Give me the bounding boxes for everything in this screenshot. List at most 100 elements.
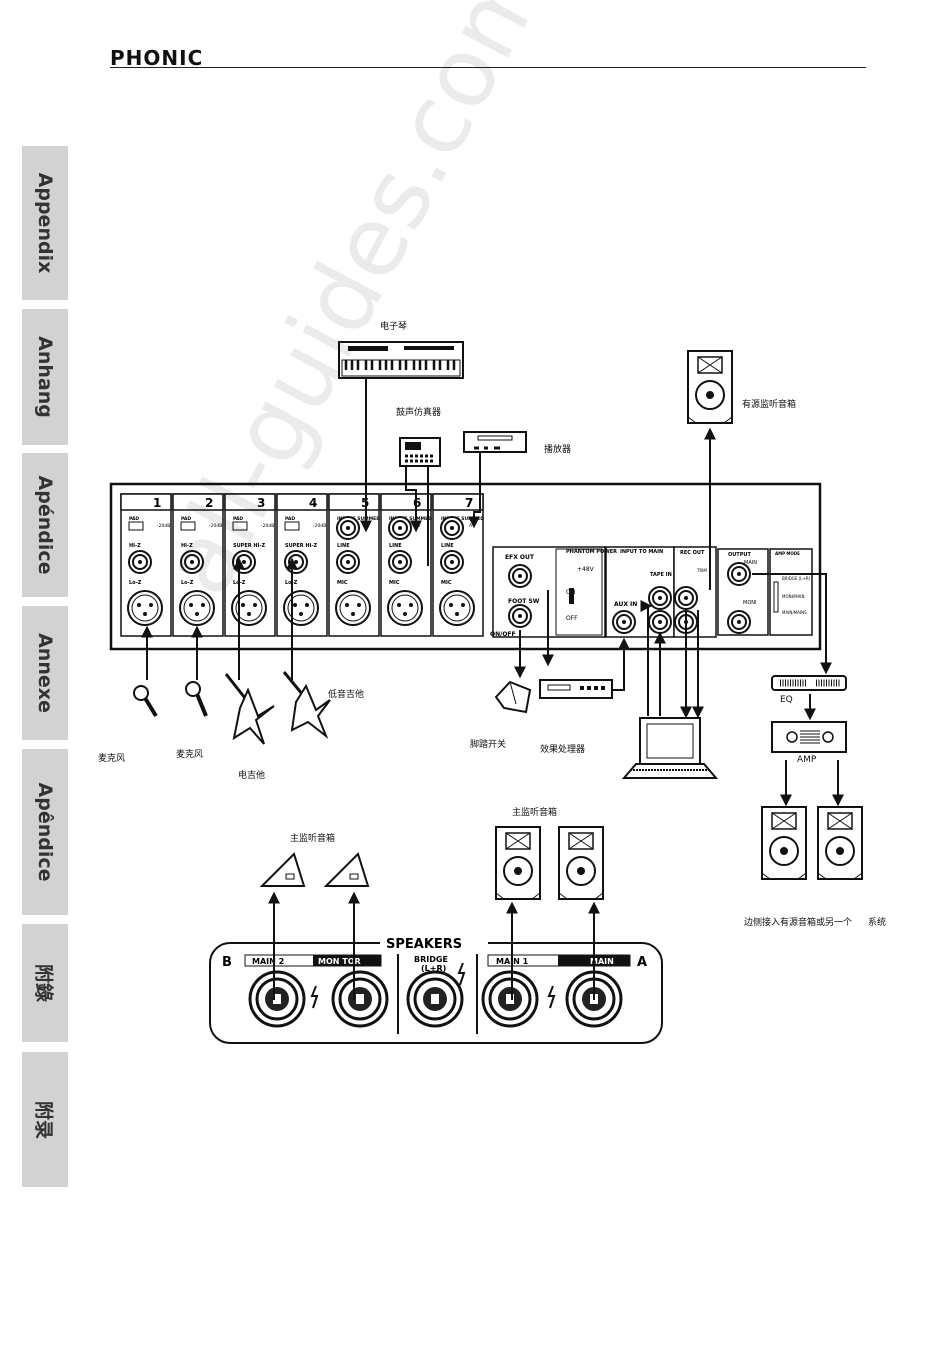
header-rule [110, 67, 866, 68]
foot-sw-label: FOOT SW [508, 598, 540, 605]
channel-switch-label: -20dB [261, 523, 274, 529]
output-label: OUTPUT [728, 552, 751, 558]
side-system-label: 边侧接入有源音箱或另一个 [744, 918, 853, 928]
microphone-2-icon [185, 681, 208, 717]
tab-appendix[interactable]: Appendix [22, 146, 68, 300]
on-off-label: ON/OFF [490, 631, 516, 638]
channel-number: 3 [257, 496, 265, 510]
side-speaker-left [761, 806, 807, 880]
wedge-monitor-2 [323, 852, 370, 887]
main-speaker-right [558, 826, 604, 900]
main-speaker-left [495, 826, 541, 900]
channel-bottom-label: MIC [441, 580, 452, 586]
channel-mid-label: LINE [389, 543, 402, 549]
channel-top-label: PAD [285, 516, 295, 522]
eq-label: EQ [780, 695, 793, 705]
main-monitor-left-label: 主监听音箱 [290, 834, 336, 844]
channel-mid-label: LINE [441, 543, 454, 549]
mic2-label: 麦克风 [176, 750, 204, 760]
drum-machine-label: 鼓声仿真器 [396, 408, 442, 418]
tab-apendice-pt[interactable]: Apêndice [22, 749, 68, 915]
trim-label: TRIM [696, 568, 707, 573]
phantom-on-label: ON [566, 589, 575, 596]
channel-mid-label: HI-Z [181, 543, 193, 549]
brand-logo: PHONIC [110, 46, 204, 70]
effects-processor-icon [539, 679, 613, 699]
connection-lines [141, 378, 844, 1000]
keyboard-icon [338, 341, 464, 379]
channel-top-label: INPUTS SUMMED [337, 516, 380, 522]
powered-monitor-label: 有源监听音箱 [742, 400, 797, 410]
channel-number: 4 [309, 496, 317, 510]
channel-number: 7 [465, 496, 473, 510]
speakers-bridge-label: BRIDGE [414, 955, 448, 964]
laptop-icon [621, 717, 719, 779]
channel-number: 6 [413, 496, 421, 510]
microphone-1-icon [133, 685, 158, 718]
speakers-monitor-label: MON TOR [318, 957, 361, 966]
effects-processor-label: 效果处理器 [540, 745, 586, 755]
player-label: 播放器 [544, 445, 572, 455]
speakers-bridge-sub-label: (L+R) [421, 964, 446, 973]
tab-fulu-simplified[interactable]: 附录 [22, 1052, 68, 1187]
efx-out-label: EFX OUT [505, 554, 535, 561]
amp-mode-bridge-label: BRIDGE (L+R) [782, 576, 811, 581]
channel-top-label: PAD [129, 516, 139, 522]
channel-mid-label: HI-Z [129, 543, 141, 549]
tab-anhang[interactable]: Anhang [22, 309, 68, 445]
footswitch-label: 脚踏开关 [470, 740, 507, 750]
channel-bottom-label: Lo-Z [129, 580, 142, 586]
electric-guitar-icon [224, 673, 275, 745]
channel-number: 1 [153, 496, 161, 510]
speakers-title: SPEAKERS [386, 937, 462, 952]
channel-switch-label: -20dB [313, 523, 326, 529]
speakers-output-panel [209, 937, 663, 1044]
channel-top-label: PAD [181, 516, 191, 522]
tab-fulu-traditional[interactable]: 附錄 [22, 924, 68, 1042]
electric-guitar-label: 电吉他 [238, 771, 266, 781]
aux-in-label: AUX IN [614, 601, 637, 608]
channel-switch-label: -20dB [157, 523, 170, 529]
speakers-a-label: A [637, 955, 647, 970]
speakers-b-label: B [222, 955, 232, 970]
tab-apendice-es[interactable]: Apéndice [22, 453, 68, 597]
rec-out-label: REC OUT [680, 550, 705, 556]
channel-bottom-label: MIC [389, 580, 400, 586]
channel-number: 2 [205, 496, 213, 510]
amp-label: AMP [797, 755, 817, 765]
channel-bottom-label: MIC [337, 580, 348, 586]
amp-unit-icon [771, 721, 847, 753]
channel-mid-label: SUPER HI-Z [233, 543, 265, 549]
main-monitor-right-label: 主监听音箱 [512, 808, 558, 818]
tab-annexe[interactable]: Annexe [22, 606, 68, 740]
wedge-monitor-1 [259, 852, 306, 887]
player-icon [463, 431, 527, 453]
amp-mode-main-mains-label: MAIN/MAINS [782, 610, 807, 615]
channel-top-label: PAD [233, 516, 243, 522]
channel-top-label: INPUTS SUMMED [441, 516, 484, 522]
phantom-voltage-label: +48V [577, 566, 595, 573]
speakers-main2-label: MAIN 2 [252, 957, 284, 966]
output-moni-label: MONI [743, 600, 756, 606]
side-speaker-right [817, 806, 863, 880]
speakers-main-label: MAIN [590, 957, 614, 966]
input-to-main-label: INPUT TO MAIN [620, 549, 663, 555]
keyboard-label: 电子琴 [380, 322, 408, 332]
eq-unit-icon [771, 675, 847, 691]
channel-top-label: INPUTS SUMMED [389, 516, 432, 522]
phantom-power-label: PHANTOM POWER [566, 549, 617, 555]
footswitch-icon [494, 680, 532, 714]
phantom-off-label: OFF [566, 615, 578, 622]
system-label: 系统 [868, 918, 887, 928]
channel-bottom-label: Lo-Z [181, 580, 194, 586]
drum-machine-icon [399, 437, 441, 467]
amp-mode-label: AMP MODE [775, 551, 800, 556]
amp-mode-moni-main-label: MONI/MAIN [782, 594, 804, 599]
